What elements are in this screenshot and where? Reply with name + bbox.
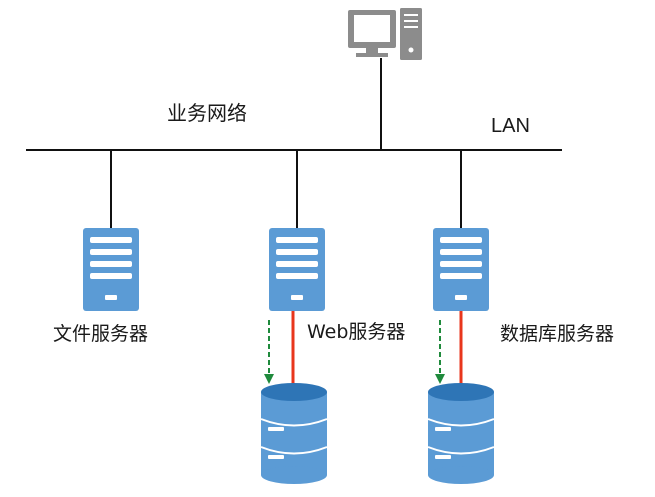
web-server-icon [269, 228, 325, 311]
db-server-icon [433, 228, 489, 311]
network-lines [26, 58, 562, 228]
web-data-flow-arrow [264, 320, 274, 384]
web-database-icon [260, 383, 328, 484]
file-server-icon [83, 228, 139, 311]
db-server-label: 数据库服务器 [500, 323, 615, 345]
web-server-label: Web服务器 [307, 321, 406, 343]
file-server-label: 文件服务器 [53, 323, 149, 345]
lan-label: LAN [491, 115, 530, 137]
db-database-icon [427, 383, 495, 484]
db-data-flow-arrow [435, 320, 445, 384]
business-network-label: 业务网络 [167, 101, 247, 125]
desktop-computer-icon [348, 8, 422, 60]
